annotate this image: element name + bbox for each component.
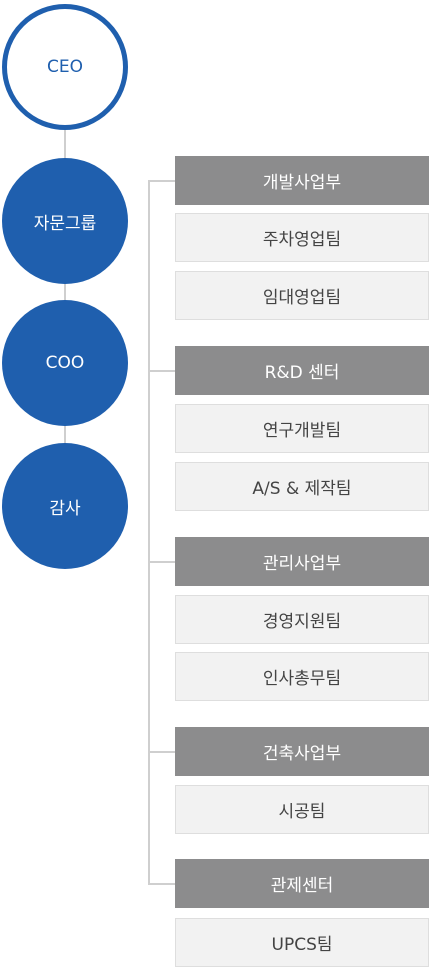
division-tick-4 [148,751,175,753]
team-box: 시공팀 [175,785,429,834]
division-bracket-line [148,180,150,884]
ceo-node: CEO [2,4,128,130]
advisory-group-node: 자문그룹 [2,158,128,284]
team-box: 인사총무팀 [175,652,429,701]
division-tick-1 [148,180,175,182]
division-tick-2 [148,370,175,372]
team-box: 주차영업팀 [175,213,429,262]
executive-connector-line [64,128,66,454]
team-box: 경영지원팀 [175,595,429,644]
team-box: A/S & 제작팀 [175,462,429,511]
division-head-rnd-center: R&D 센터 [175,346,429,395]
division-tick-3 [148,561,175,563]
audit-node: 감사 [2,443,128,569]
division-head-management: 관리사업부 [175,537,429,586]
team-box: 연구개발팀 [175,404,429,453]
team-box: UPCS팀 [175,918,429,967]
division-head-development: 개발사업부 [175,156,429,205]
division-tick-5 [148,883,175,885]
division-head-control-center: 관제센터 [175,859,429,908]
division-head-construction: 건축사업부 [175,727,429,776]
coo-node: COO [2,300,128,426]
team-box: 임대영업팀 [175,271,429,320]
